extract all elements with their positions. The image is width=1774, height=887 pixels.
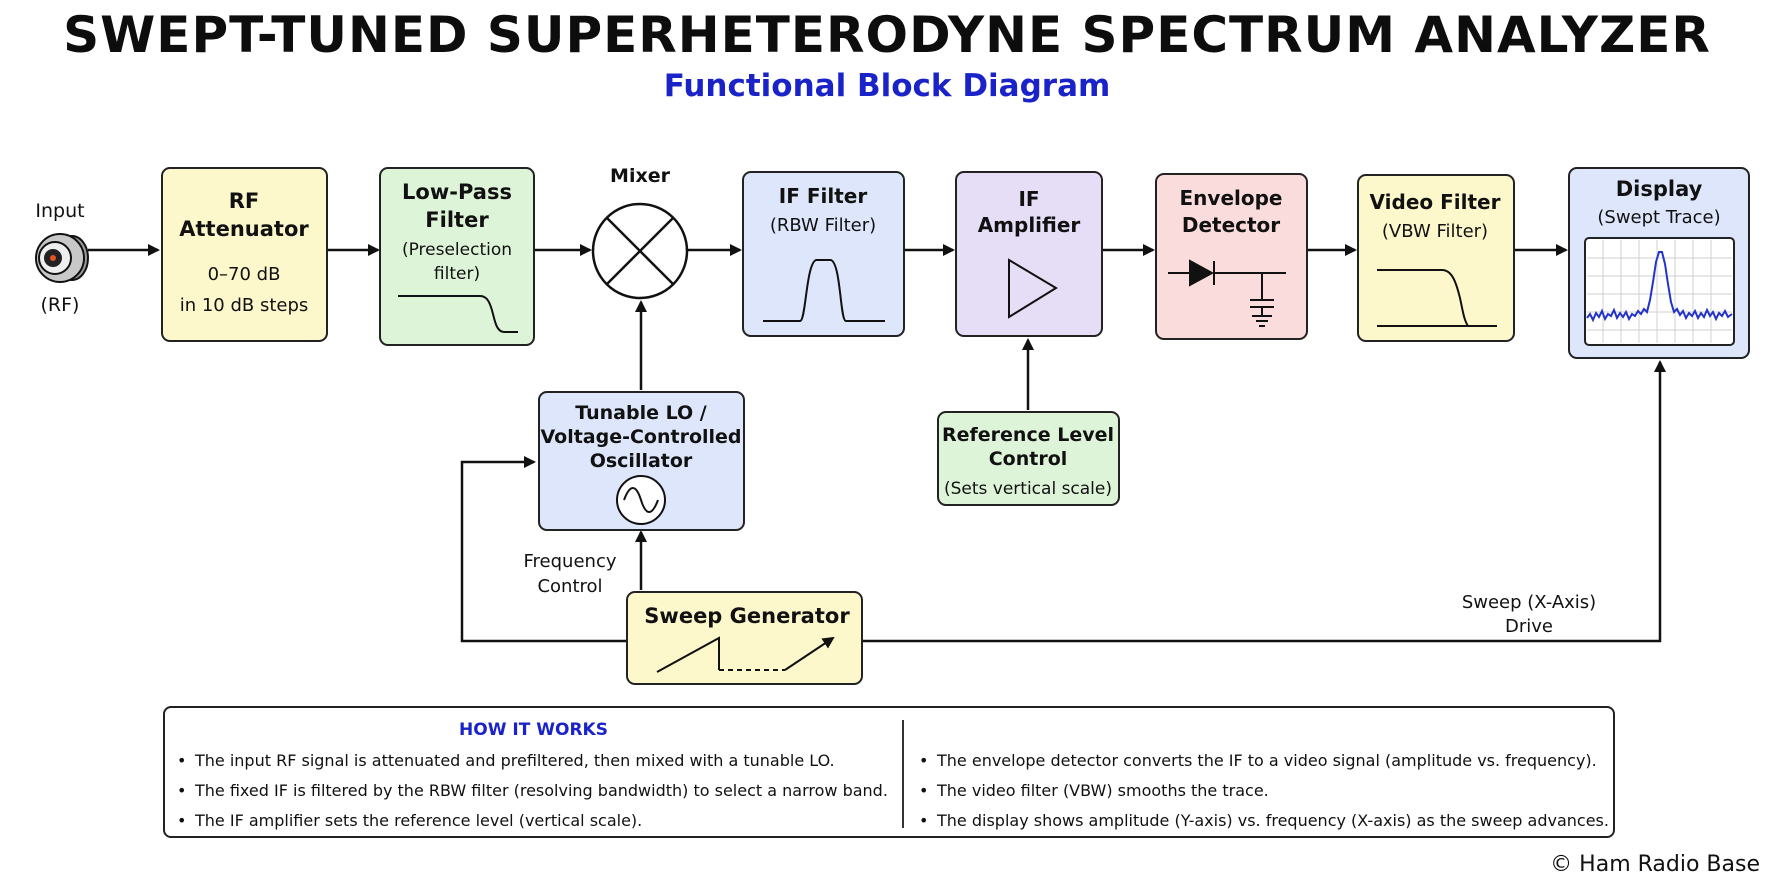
frequency-control-label-1: Frequency <box>524 551 617 572</box>
how-it-works-panel: HOW IT WORKS The input RF signal is atte… <box>163 706 1615 838</box>
if-filter-sub: (RBW Filter) <box>770 215 876 236</box>
mixer-symbol-icon <box>591 202 689 300</box>
input-sub-label: (RF) <box>41 294 80 316</box>
if-filter-title: IF Filter <box>779 184 868 208</box>
arrow-sweep-loop-to-lo <box>460 456 627 643</box>
reference-level-line-1: Reference Level <box>942 424 1114 446</box>
envelope-detector-title-1: Envelope <box>1180 186 1283 210</box>
input-label: Input <box>35 200 84 222</box>
if-amplifier-title-1: IF <box>1018 187 1039 211</box>
bandpass-response-icon <box>763 259 885 322</box>
arrow-sweep-to-display <box>862 360 1666 643</box>
sweep-drive-label-2: Drive <box>1505 616 1553 637</box>
video-filter-block <box>1357 174 1515 342</box>
note-item: The envelope detector converts the IF to… <box>917 746 1609 776</box>
note-item: The IF amplifier sets the reference leve… <box>175 806 888 836</box>
note-item: The fixed IF is filtered by the RBW filt… <box>175 776 888 806</box>
mixer-label: Mixer <box>610 165 671 187</box>
amplifier-triangle-icon <box>1008 258 1058 319</box>
rf-attenuator-title-1: RF <box>229 189 260 213</box>
low-pass-title-2: Filter <box>425 208 489 232</box>
frequency-control-label-2: Control <box>537 576 602 597</box>
signal-path-arrows <box>88 244 1666 643</box>
rf-attenuator-title-2: Attenuator <box>179 217 309 241</box>
envelope-detector-block <box>1155 173 1308 340</box>
rf-attenuator-block <box>161 167 328 342</box>
reference-level-line-2: Control <box>989 448 1068 470</box>
tunable-lo-block <box>538 391 745 531</box>
display-sub: (Swept Trace) <box>1597 207 1720 228</box>
reference-level-line-3: (Sets vertical scale) <box>944 479 1112 499</box>
copyright-notice: © Ham Radio Base <box>1550 852 1760 877</box>
if-amplifier-block <box>955 171 1103 337</box>
rf-attenuator-steps: in 10 dB steps <box>180 295 309 316</box>
notes-list-left: The input RF signal is attenuated and pr… <box>175 746 888 836</box>
low-pass-line-1: (Preselection <box>402 240 512 260</box>
lo-line-2: Voltage-Controlled <box>540 426 741 448</box>
how-it-works-heading: HOW IT WORKS <box>459 720 608 740</box>
sweep-drive-label-1: Sweep (X-Axis) <box>1462 592 1596 613</box>
rf-attenuator-range: 0–70 dB <box>208 264 281 285</box>
low-pass-title-1: Low-Pass <box>402 180 512 204</box>
reference-level-block <box>937 411 1120 506</box>
spectrum-trace <box>1586 251 1733 323</box>
sweep-generator-title: Sweep Generator <box>644 604 850 628</box>
page-title: SWEPT-TUNED SUPERHETERODYNE SPECTRUM ANA… <box>63 6 1711 64</box>
sweep-generator-block <box>626 591 863 685</box>
notes-list-right: The envelope detector converts the IF to… <box>917 746 1609 836</box>
notes-divider <box>902 720 904 828</box>
envelope-detector-title-2: Detector <box>1182 213 1280 237</box>
rf-input-connector-icon <box>35 233 89 283</box>
note-item: The display shows amplitude (Y-axis) vs.… <box>917 806 1609 836</box>
display-screen-icon <box>1584 237 1735 346</box>
if-amplifier-title-2: Amplifier <box>978 213 1081 237</box>
lowpass-video-response-icon <box>1377 269 1470 327</box>
oscillator-icon <box>616 475 666 525</box>
lo-line-3: Oscillator <box>590 450 693 472</box>
diode-detector-icon <box>1168 259 1286 327</box>
page-subtitle: Functional Block Diagram <box>663 68 1111 104</box>
note-item: The input RF signal is attenuated and pr… <box>175 746 888 776</box>
low-pass-line-2: filter) <box>434 264 480 284</box>
video-filter-title: Video Filter <box>1370 190 1501 214</box>
if-filter-block <box>742 171 905 337</box>
video-filter-sub: (VBW Filter) <box>1382 221 1488 242</box>
low-pass-response-icon <box>398 295 518 333</box>
sawtooth-ramp-icon <box>656 636 835 673</box>
lo-line-1: Tunable LO / <box>575 402 707 424</box>
low-pass-filter-block <box>379 167 535 346</box>
display-title: Display <box>1616 177 1703 201</box>
note-item: The video filter (VBW) smooths the trace… <box>917 776 1609 806</box>
